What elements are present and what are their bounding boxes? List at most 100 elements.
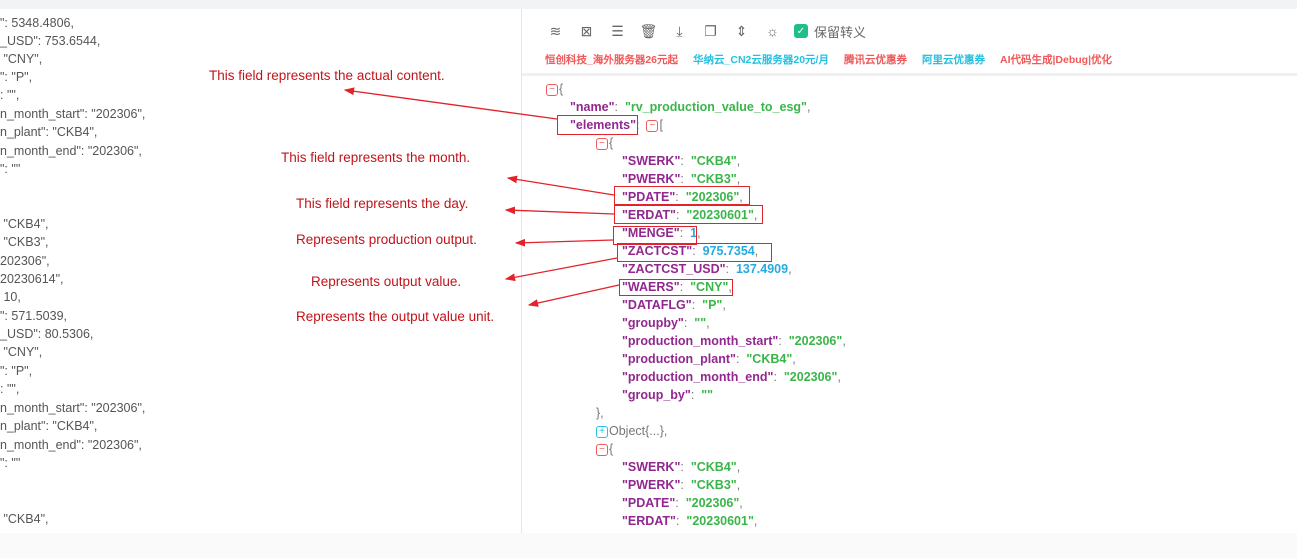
json-line: "PWERK": "CKB3", bbox=[622, 478, 741, 492]
keep-escape-label: 保留转义 bbox=[814, 24, 867, 40]
copy-icon[interactable]: ❐ bbox=[704, 22, 717, 39]
arrow-production-output bbox=[514, 238, 614, 247]
json-key: "ERDAT" bbox=[622, 514, 676, 528]
collapse-icon[interactable]: − bbox=[596, 443, 608, 456]
json-line: "SWERK": "CKB4", bbox=[622, 154, 741, 168]
sponsor-link[interactable]: AI代码生成|Debug|优化 bbox=[999, 54, 1113, 66]
trash-icon[interactable]: 🗑 bbox=[639, 22, 658, 39]
download-icon[interactable]: ⤓ bbox=[676, 22, 683, 39]
input-json-line: "CNY", bbox=[0, 52, 43, 66]
json-punct: , bbox=[736, 154, 741, 168]
layers-icon[interactable]: ≋ bbox=[549, 22, 562, 39]
json-punct: , bbox=[706, 316, 710, 330]
json-line: }, bbox=[596, 404, 604, 422]
input-json-line: ": 571.5039, bbox=[0, 309, 67, 323]
arrow-output-value bbox=[504, 257, 618, 282]
collapse-icon[interactable]: − bbox=[646, 119, 659, 132]
input-json-line: "CNY", bbox=[0, 345, 43, 359]
input-json-line: ": "P", bbox=[0, 70, 33, 84]
toolbar-separator bbox=[522, 73, 1297, 76]
json-line: "PDATE": "202306", bbox=[622, 496, 743, 510]
json-value: "rv_production_value_to_esg" bbox=[624, 100, 807, 114]
json-key: "PDATE" bbox=[622, 190, 676, 204]
json-value: "CKB4" bbox=[690, 460, 737, 474]
input-json-line: ": "" bbox=[0, 456, 21, 470]
bulb-icon[interactable]: ☼ bbox=[766, 23, 779, 39]
highlight-zactcst bbox=[617, 243, 772, 262]
json-punct: , bbox=[736, 460, 741, 474]
json-line: "PWERK": "CKB3", bbox=[622, 172, 741, 186]
input-json-line: n_plant": "CKB4", bbox=[0, 419, 98, 433]
json-value: "" bbox=[701, 388, 714, 402]
json-value: "202306" bbox=[685, 190, 740, 204]
json-line: "groupby": "", bbox=[622, 316, 710, 330]
json-value: 1 bbox=[690, 226, 698, 240]
json-punct: , bbox=[754, 244, 759, 258]
highlight-waers bbox=[619, 279, 733, 296]
json-punct: , bbox=[739, 496, 743, 510]
sponsor-link[interactable]: 恒创科技_海外服务器26元起 bbox=[545, 54, 679, 66]
keep-escape-checkbox[interactable]: ✓ 保留转义 bbox=[794, 22, 866, 41]
json-value: "" bbox=[694, 316, 707, 330]
highlight-elements bbox=[557, 115, 638, 135]
compress-icon[interactable]: ⇕ bbox=[735, 22, 748, 39]
json-value: "202306" bbox=[783, 370, 838, 384]
input-json-line: _USD": 80.5306, bbox=[0, 327, 94, 341]
json-value: "CNY" bbox=[690, 280, 729, 294]
json-punct: , bbox=[736, 172, 741, 186]
panel-divider[interactable] bbox=[521, 9, 522, 533]
input-json-line: "CKB4", bbox=[0, 512, 49, 526]
sponsor-link[interactable]: 华纳云_CN2云服务器20元/月 bbox=[693, 54, 829, 66]
annotation-day: This field represents the day. bbox=[296, 196, 469, 211]
json-punct: , bbox=[722, 298, 726, 312]
highlight-pdate bbox=[614, 186, 750, 205]
input-json-line: n_month_start": "202306", bbox=[0, 401, 146, 415]
input-json-line: "CKB4", bbox=[0, 217, 49, 231]
excel-icon[interactable]: ⊠ bbox=[580, 22, 593, 39]
input-json-line: n_month_end": "202306", bbox=[0, 438, 142, 452]
collapse-icon[interactable]: − bbox=[546, 83, 558, 96]
json-key: "SWERK" bbox=[622, 460, 681, 474]
annotation-output-value: Represents output value. bbox=[311, 274, 462, 289]
input-json-line: _USD": 753.6544, bbox=[0, 34, 101, 48]
input-json-line: : "", bbox=[0, 382, 20, 396]
input-json-line: n_month_start": "202306", bbox=[0, 107, 146, 121]
json-punct: , bbox=[739, 190, 743, 204]
json-punct: , bbox=[736, 478, 741, 492]
json-punct: , bbox=[792, 352, 796, 366]
json-punct: , bbox=[753, 208, 758, 222]
input-json-line: ": "P", bbox=[0, 364, 33, 378]
json-line: "MENGE": 1, bbox=[622, 226, 701, 240]
json-line: "ERDAT": "20230601", bbox=[622, 208, 758, 222]
check-icon[interactable]: ✓ bbox=[794, 24, 808, 38]
collapse-icon[interactable]: − bbox=[596, 137, 608, 150]
json-value: "P" bbox=[702, 298, 723, 312]
json-line: "production_month_start": "202306", bbox=[622, 334, 846, 348]
json-line: "ZACTCST_USD": 137.4909, bbox=[622, 262, 792, 276]
list-numbered-icon[interactable]: ☰ bbox=[611, 22, 624, 39]
json-value: "202306" bbox=[788, 334, 843, 348]
toolbar: ≋ ⊠ ☰ 🗑 ⤓ ❐ ⇕ ☼ ✓ 保留转义 bbox=[540, 20, 866, 42]
json-line: "WAERS": "CNY", bbox=[622, 280, 732, 294]
highlight-erdat bbox=[614, 205, 763, 224]
json-line: "ZACTCST": 975.7354, bbox=[622, 244, 759, 258]
input-json-line: 10, bbox=[0, 290, 21, 304]
sponsor-link[interactable]: 阿里云优惠券 bbox=[921, 54, 985, 66]
input-json-panel[interactable]: ": 5348.4806,_USD": 753.6544, "CNY",": "… bbox=[0, 9, 521, 533]
json-value: "20230601" bbox=[686, 208, 754, 222]
json-line: +Object{...}, bbox=[596, 422, 667, 440]
json-value: 137.4909 bbox=[735, 262, 789, 276]
json-key: "PDATE" bbox=[622, 496, 676, 510]
json-key: "SWERK" bbox=[622, 154, 681, 168]
json-key: "PWERK" bbox=[622, 172, 681, 186]
arrow-day bbox=[504, 206, 615, 215]
expand-icon[interactable]: + bbox=[596, 425, 608, 438]
input-json-line: : "", bbox=[0, 88, 20, 102]
top-strip bbox=[0, 0, 1297, 9]
json-value: "CKB4" bbox=[746, 352, 793, 366]
json-key: "groupby" bbox=[622, 316, 684, 330]
json-punct: , bbox=[806, 100, 811, 114]
json-value: "202306" bbox=[685, 496, 740, 510]
json-key: "DATAFLG" bbox=[622, 298, 692, 312]
sponsor-link[interactable]: 腾讯云优惠券 bbox=[843, 54, 907, 66]
